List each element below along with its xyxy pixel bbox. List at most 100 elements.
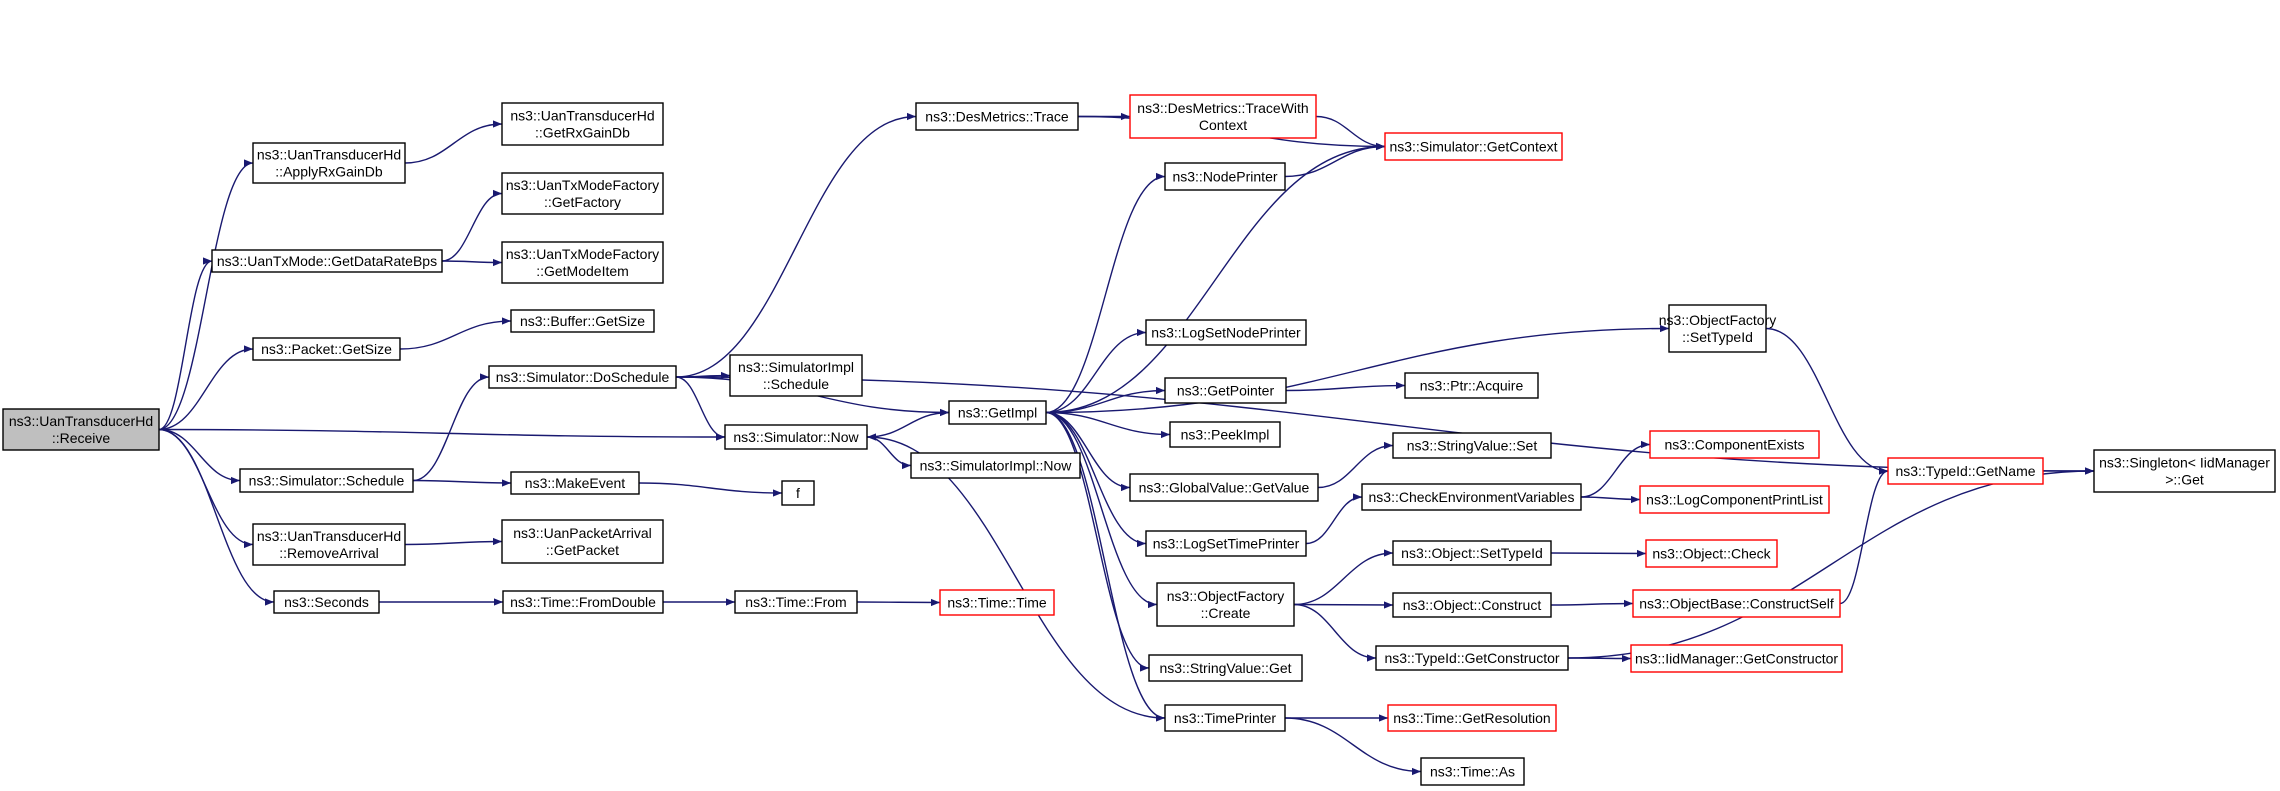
node-box-simNow[interactable] [724, 424, 868, 450]
node-box-getPointer[interactable] [1164, 377, 1287, 404]
node-getContext[interactable]: ns3::Simulator::GetContext [1384, 132, 1563, 161]
node-box-typeIdGetConstructor[interactable] [1375, 645, 1569, 671]
node-simNow[interactable]: ns3::Simulator::Now [724, 424, 868, 450]
node-bufferGetSize[interactable]: ns3::Buffer::GetSize [510, 309, 655, 333]
node-box-seconds[interactable] [273, 590, 380, 614]
node-box-getDataRateBps[interactable] [211, 249, 443, 273]
node-constructSelf[interactable]: ns3::ObjectBase::ConstructSelf [1632, 589, 1841, 618]
node-packetGetSize[interactable]: ns3::Packet::GetSize [252, 337, 401, 361]
node-box-checkEnv[interactable] [1361, 483, 1582, 511]
node-doSchedule[interactable]: ns3::Simulator::DoSchedule [488, 365, 677, 389]
node-nodePrinter[interactable]: ns3::NodePrinter [1164, 162, 1286, 191]
node-box-ptrAcquire[interactable] [1404, 372, 1539, 399]
node-objectConstruct[interactable]: ns3::Object::Construct [1392, 592, 1552, 618]
node-box-traceWithContext[interactable] [1129, 94, 1317, 139]
node-box-bufferGetSize[interactable] [510, 309, 655, 333]
node-iidGetConstructor[interactable]: ns3::IidManager::GetConstructor [1630, 644, 1843, 673]
node-fromDouble[interactable]: ns3::Time::FromDouble [502, 590, 664, 614]
node-getRxGainDb[interactable]: ns3::UanTransducerHd::GetRxGainDb [501, 102, 664, 146]
node-box-implNow[interactable] [910, 452, 1081, 479]
node-box-typeIdGetName[interactable] [1887, 457, 2044, 485]
node-box-objectSetTypeId[interactable] [1392, 540, 1552, 566]
node-box-fromDouble[interactable] [502, 590, 664, 614]
node-box-getImpl[interactable] [948, 400, 1047, 425]
node-box-timeFrom[interactable] [734, 590, 858, 614]
node-logSetTimePrinter[interactable]: ns3::LogSetTimePrinter [1145, 530, 1307, 557]
node-getModeItem[interactable]: ns3::UanTxModeFactory::GetModeItem [501, 241, 664, 284]
node-singletonGet[interactable]: ns3::Singleton< IidManager >::Get [2093, 449, 2276, 493]
node-box-peekImpl[interactable] [1169, 421, 1281, 448]
node-getDataRateBps[interactable]: ns3::UanTxMode::GetDataRateBps [211, 249, 443, 273]
node-typeIdGetConstructor[interactable]: ns3::TypeId::GetConstructor [1375, 645, 1569, 671]
node-box-iidGetConstructor[interactable] [1630, 644, 1843, 673]
node-componentExists[interactable]: ns3::ComponentExists [1649, 430, 1820, 459]
node-getPointer[interactable]: ns3::GetPointer [1164, 377, 1287, 404]
node-box-removeArrival[interactable] [252, 523, 406, 566]
node-box-logComponentPrintList[interactable] [1639, 485, 1830, 514]
node-box-objectConstruct[interactable] [1392, 592, 1552, 618]
node-applyRxGainDb[interactable]: ns3::UanTransducerHd::ApplyRxGainDb [252, 142, 406, 184]
node-box-simSchedule[interactable] [239, 468, 414, 493]
node-implSchedule[interactable]: ns3::SimulatorImpl::Schedule [729, 354, 863, 397]
node-box-logSetTimePrinter[interactable] [1145, 530, 1307, 557]
node-box-singletonGet[interactable] [2093, 449, 2276, 493]
node-box-applyRxGainDb[interactable] [252, 142, 406, 184]
node-checkEnv[interactable]: ns3::CheckEnvironmentVariables [1361, 483, 1582, 511]
node-box-receive[interactable] [2, 408, 160, 451]
node-implNow[interactable]: ns3::SimulatorImpl::Now [910, 452, 1081, 479]
node-box-objectCheck[interactable] [1645, 539, 1778, 568]
node-seconds[interactable]: ns3::Seconds [273, 590, 380, 614]
node-box-packetGetSize[interactable] [252, 337, 401, 361]
node-box-implSchedule[interactable] [729, 354, 863, 397]
node-box-logSetNodePrinter[interactable] [1145, 319, 1307, 346]
node-box-makeEvent[interactable] [510, 471, 640, 495]
node-objectCheck[interactable]: ns3::Object::Check [1645, 539, 1778, 568]
node-getResolution[interactable]: ns3::Time::GetResolution [1387, 704, 1557, 732]
node-box-objectFactorySetTypeId[interactable] [1668, 304, 1767, 353]
node-box-constructSelf[interactable] [1632, 589, 1841, 618]
node-box-getModeItem[interactable] [501, 241, 664, 284]
node-objectSetTypeId[interactable]: ns3::Object::SetTypeId [1392, 540, 1552, 566]
node-box-getResolution[interactable] [1387, 704, 1557, 732]
node-logSetNodePrinter[interactable]: ns3::LogSetNodePrinter [1145, 319, 1307, 346]
node-desTrace[interactable]: ns3::DesMetrics::Trace [915, 102, 1079, 131]
node-stringValueSet[interactable]: ns3::StringValue::Set [1392, 432, 1552, 459]
node-getFactory[interactable]: ns3::UanTxModeFactory::GetFactory [501, 172, 664, 215]
node-simSchedule[interactable]: ns3::Simulator::Schedule [239, 468, 414, 493]
node-getImpl[interactable]: ns3::GetImpl [948, 400, 1047, 425]
node-box-desTrace[interactable] [915, 102, 1079, 131]
node-receive[interactable]: ns3::UanTransducerHd::Receive [2, 408, 160, 451]
node-box-f[interactable] [781, 480, 815, 506]
node-box-getContext[interactable] [1384, 132, 1563, 161]
node-peekImpl[interactable]: ns3::PeekImpl [1169, 421, 1281, 448]
node-typeIdGetName[interactable]: ns3::TypeId::GetName [1887, 457, 2044, 485]
node-ptrAcquire[interactable]: ns3::Ptr::Acquire [1404, 372, 1539, 399]
node-box-nodePrinter[interactable] [1164, 162, 1286, 191]
node-timePrinter[interactable]: ns3::TimePrinter [1164, 704, 1286, 732]
node-box-doSchedule[interactable] [488, 365, 677, 389]
node-box-timeAs[interactable] [1420, 757, 1525, 786]
node-box-globalValueGetValue[interactable] [1129, 473, 1319, 502]
node-timeTime[interactable]: ns3::Time::Time [939, 589, 1055, 616]
node-logComponentPrintList[interactable]: ns3::LogComponentPrintList [1639, 485, 1830, 514]
node-f[interactable]: f [781, 480, 815, 506]
node-globalValueGetValue[interactable]: ns3::GlobalValue::GetValue [1129, 473, 1319, 502]
node-box-componentExists[interactable] [1649, 430, 1820, 459]
node-box-timeTime[interactable] [939, 589, 1055, 616]
node-removeArrival[interactable]: ns3::UanTransducerHd::RemoveArrival [252, 523, 406, 566]
node-box-getFactory[interactable] [501, 172, 664, 215]
node-objectFactorySetTypeId[interactable]: ns3::ObjectFactory::SetTypeId [1659, 304, 1777, 353]
node-makeEvent[interactable]: ns3::MakeEvent [510, 471, 640, 495]
node-box-objectFactoryCreate[interactable] [1156, 582, 1295, 627]
node-objectFactoryCreate[interactable]: ns3::ObjectFactory::Create [1156, 582, 1295, 627]
node-stringValueGet[interactable]: ns3::StringValue::Get [1148, 654, 1303, 682]
node-timeAs[interactable]: ns3::Time::As [1420, 757, 1525, 786]
node-getPacket[interactable]: ns3::UanPacketArrival::GetPacket [501, 519, 664, 564]
node-box-getPacket[interactable] [501, 519, 664, 564]
node-timeFrom[interactable]: ns3::Time::From [734, 590, 858, 614]
node-box-stringValueGet[interactable] [1148, 654, 1303, 682]
node-box-stringValueSet[interactable] [1392, 432, 1552, 459]
node-box-getRxGainDb[interactable] [501, 102, 664, 146]
node-box-timePrinter[interactable] [1164, 704, 1286, 732]
